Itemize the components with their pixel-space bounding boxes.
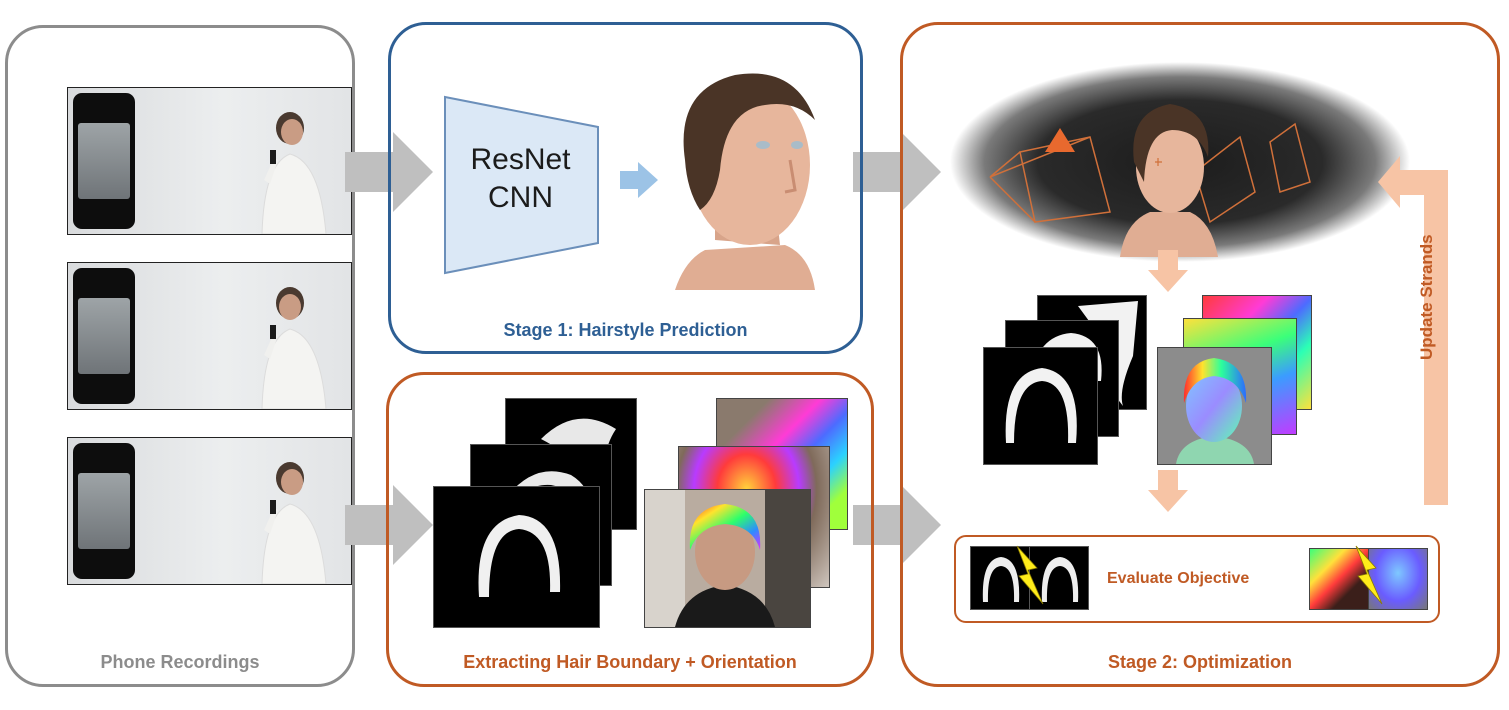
stage2-panel xyxy=(900,22,1500,687)
extracting-label: Extracting Hair Boundary + Orientation xyxy=(463,652,797,672)
phone-device-icon xyxy=(73,93,135,229)
person-silhouette-icon xyxy=(261,112,327,234)
phone-device-icon xyxy=(73,268,135,404)
person-silhouette-icon xyxy=(261,287,327,409)
phone-recordings-label: Phone Recordings xyxy=(100,652,260,672)
objective-mask-a xyxy=(970,546,1030,610)
network-label-line1: ResNet xyxy=(470,143,571,176)
stage2-label: Stage 2: Optimization xyxy=(1107,652,1293,672)
render-mask-front xyxy=(983,347,1098,465)
update-loop-arrow-icon xyxy=(1378,156,1448,505)
stage1-panel xyxy=(388,22,863,354)
update-strands-label: Update Strands xyxy=(1417,234,1436,360)
evaluate-objective-box xyxy=(954,535,1440,623)
recording-photo-1 xyxy=(67,87,352,235)
phone-recordings-panel xyxy=(5,25,355,687)
active-camera-icon xyxy=(1045,128,1075,152)
camera-scene xyxy=(950,62,1410,262)
blue-arrow-icon xyxy=(620,162,658,198)
arrow-down-render-icon xyxy=(1148,470,1188,512)
network-label-line2: CNN xyxy=(488,181,553,214)
arrow-down-scene-icon xyxy=(1148,250,1188,292)
predicted-hair-head-icon xyxy=(675,73,815,290)
resnet-cnn-trapezoid xyxy=(444,95,599,275)
stage1-label: Stage 1: Hairstyle Prediction xyxy=(503,320,748,340)
lightning-bolt-icon xyxy=(1016,545,1044,605)
extracting-panel xyxy=(386,372,874,687)
phone-device-icon xyxy=(73,443,135,579)
arrow-to-stage2-top-icon xyxy=(853,132,941,212)
hair-mask-front xyxy=(433,486,600,628)
recording-photo-3 xyxy=(67,437,352,585)
render-orientation-front xyxy=(1157,347,1272,465)
evaluate-objective-label: Evaluate Objective xyxy=(1107,570,1250,587)
arrow-to-stage2-bottom-icon xyxy=(853,485,941,565)
arrow-to-extracting-icon xyxy=(345,485,433,565)
recording-photo-2 xyxy=(67,262,352,410)
lightning-bolt-icon xyxy=(1355,545,1383,605)
orientation-map-front xyxy=(644,489,811,628)
person-silhouette-icon xyxy=(261,462,327,584)
